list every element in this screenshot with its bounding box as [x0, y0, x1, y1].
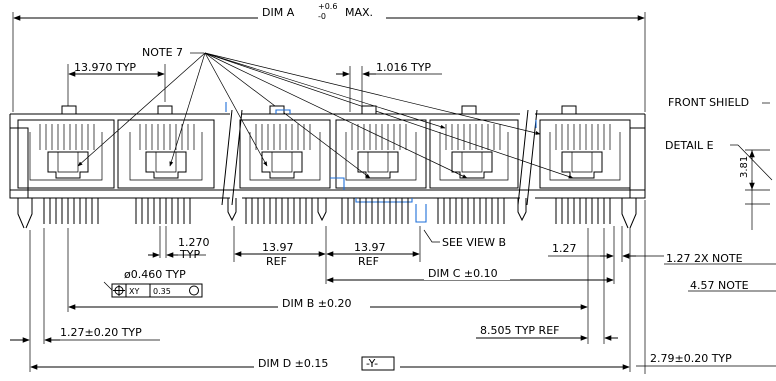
- dim-c-dimension: DIM C ±0.10: [325, 262, 615, 284]
- dim-279-dimension: 2.79±0.20 TYP: [636, 200, 776, 374]
- ref-1397-b-ref: REF: [358, 255, 379, 268]
- fcf-value: 0.35: [153, 287, 171, 296]
- contact-fingers: [39, 124, 611, 150]
- pitch-13970-label: 13.970 TYP: [74, 61, 136, 74]
- datum-y-label: -Y-: [366, 357, 378, 370]
- port-6: [539, 119, 631, 189]
- dim-1016-label: 1.016 TYP: [376, 61, 431, 74]
- dim-1270-dimension: 1.270 TYP: [148, 226, 210, 261]
- dim-1016-dimension: 1.016 TYP: [336, 61, 442, 112]
- fcf-datums: XY: [129, 287, 139, 296]
- datum-y-box: [361, 356, 395, 371]
- port-5: [429, 119, 519, 189]
- front-shield-label: FRONT SHIELD: [668, 96, 749, 109]
- see-view-b-callout: SEE VIEW B: [423, 229, 506, 249]
- dim-a-max: MAX.: [345, 6, 373, 19]
- ref-1397-b-value: 13.97: [354, 241, 386, 254]
- port-3: [239, 119, 331, 189]
- dim-127-right-label: 1.27: [552, 242, 577, 255]
- dim-381-label: 3.81: [739, 156, 750, 178]
- port-2: [117, 119, 215, 189]
- port-4: [335, 119, 427, 189]
- dim-a-tol-top: +0.6: [318, 2, 337, 11]
- ref-1397-a-value: 13.97: [262, 241, 294, 254]
- dia-0460-label: ø0.460 TYP: [124, 268, 186, 281]
- ref-1397-dimensions: 13.97 REF 13.97 REF: [233, 226, 421, 268]
- detail-e-label: DETAIL E: [665, 139, 714, 152]
- dim-127-left-label: 1.27±0.20 TYP: [60, 326, 142, 339]
- dim-a-dimension: DIM A +0.6 -0 MAX.: [12, 2, 646, 112]
- dim-1270-typ: TYP: [179, 248, 200, 261]
- pitch-13970-dimension: 13.970 TYP: [67, 61, 166, 112]
- board-pins: [17, 198, 637, 229]
- note-7-callout: NOTE 7: [77, 46, 574, 179]
- feature-control-frame: XY 0.35: [111, 283, 203, 298]
- see-view-b-label: SEE VIEW B: [442, 236, 506, 249]
- dim-d-label: DIM D ±0.15: [258, 357, 328, 370]
- dim-a-label: DIM A: [262, 6, 295, 19]
- dim-127-left-dimension: 1.27±0.20 TYP: [10, 228, 160, 372]
- port-1: [17, 119, 115, 189]
- dim-b-dimension: DIM B ±0.20: [67, 228, 589, 312]
- note-127-2x-label: 1.27 2X NOTE: [666, 252, 743, 265]
- dim-127-right-dimension: 1.27: [548, 226, 664, 262]
- dim-d-dimension: DIM D ±0.15 -Y-: [30, 228, 631, 372]
- dim-b-label: DIM B ±0.20: [282, 297, 351, 310]
- dim-8505-label: 8.505 TYP REF: [480, 324, 559, 337]
- pin-diameter-callout: ø0.460 TYP XY 0.35: [103, 268, 203, 298]
- detail-e-view: FRONT SHIELD DETAIL E 3.81 1.27 2X NOTE …: [664, 96, 776, 292]
- note-7-label: NOTE 7: [142, 46, 183, 59]
- dim-c-label: DIM C ±0.10: [428, 267, 498, 280]
- dim-279-label: 2.79±0.20 TYP: [650, 352, 732, 365]
- dim-1270-value: 1.270: [178, 236, 210, 249]
- connector-body: [9, 102, 646, 229]
- ref-1397-a-ref: REF: [266, 255, 287, 268]
- dim-a-tol-bottom: -0: [318, 12, 326, 21]
- dim-8505-dimension: 8.505 TYP REF: [476, 228, 618, 344]
- note-457-label: 4.57 NOTE: [690, 279, 749, 292]
